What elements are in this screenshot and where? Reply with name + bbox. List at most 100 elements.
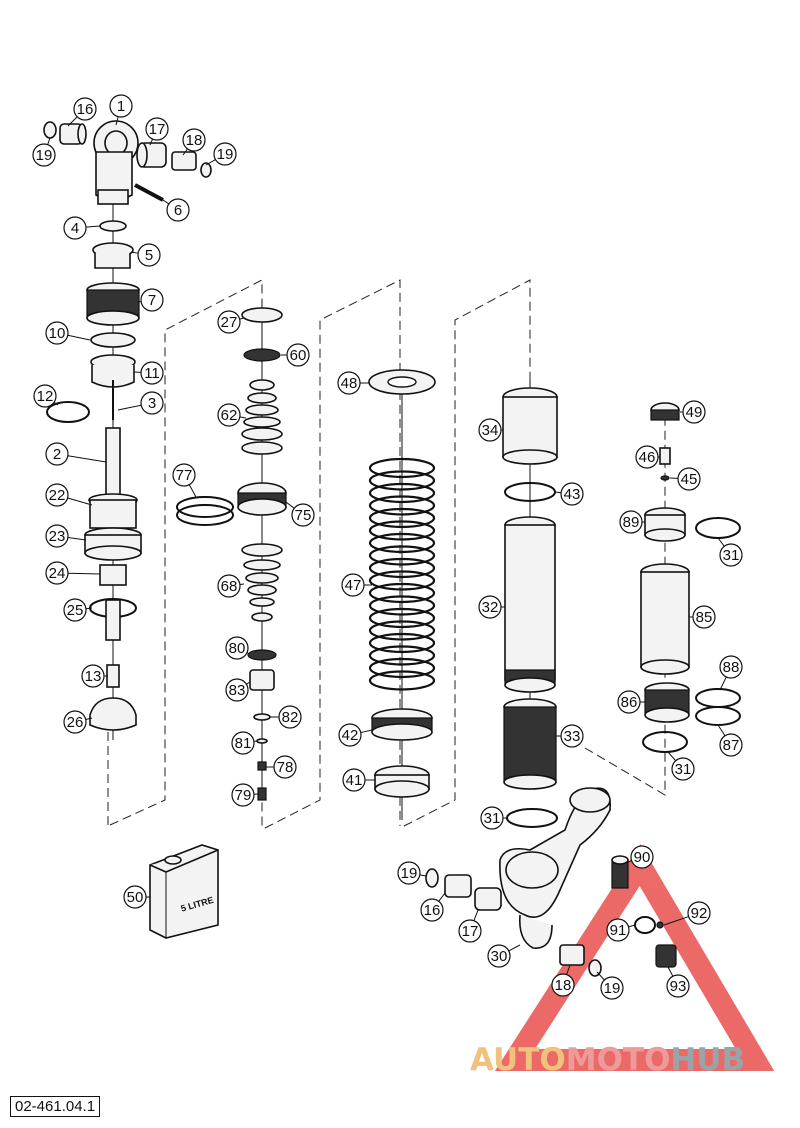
callout-number: 88 (723, 659, 740, 676)
leader-line (717, 724, 726, 737)
callout-number: 22 (49, 487, 66, 504)
leader-line (239, 317, 245, 320)
snap-ring-12 (46, 401, 90, 423)
callout-circle (45, 321, 69, 345)
callout-circle (478, 595, 502, 619)
shock-body-30 (499, 787, 611, 949)
callout-87: 87 (717, 724, 743, 757)
callout-13: 13 (81, 664, 108, 688)
clamp-band-77 (176, 496, 234, 526)
callout-number: 17 (149, 121, 166, 138)
leader-line (85, 607, 93, 610)
callout-circle (63, 710, 87, 734)
callout-circle (671, 757, 695, 781)
piston-23 (84, 527, 142, 561)
leader-line (117, 404, 142, 411)
washer-81 (256, 738, 268, 744)
callout-number: 24 (49, 565, 66, 582)
callout-12: 12 (33, 384, 59, 408)
washer-4 (99, 220, 127, 232)
callout-93: 93 (666, 966, 690, 998)
callout-circle (606, 918, 630, 942)
watermark-logo-text: AUTOMOTOHUB (470, 1042, 745, 1078)
spring-coil (368, 457, 436, 479)
nut-83 (249, 669, 275, 691)
ring-87 (695, 706, 741, 726)
callout-80: 80 (225, 636, 249, 660)
leader-line (67, 116, 78, 127)
leader-line (419, 874, 427, 877)
callout-circle (397, 861, 421, 885)
threaded-sleeve-33 (503, 698, 557, 790)
valve-90 (611, 855, 629, 889)
callout-number: 2 (53, 446, 61, 463)
callout-circle (560, 724, 584, 748)
callout-19: 19 (205, 142, 237, 166)
oring-10 (90, 332, 136, 348)
callout-circle (45, 524, 69, 548)
bearing-17-top (136, 142, 167, 168)
cap-26 (89, 697, 137, 731)
callout-circle (617, 690, 641, 714)
callout-number: 6 (174, 202, 182, 219)
callout-circle (286, 343, 310, 367)
spring-47 (368, 457, 436, 691)
callout-89: 89 (619, 510, 645, 534)
callout-25: 25 (63, 598, 93, 622)
bushing-16-top (59, 123, 87, 145)
callout-32: 32 (478, 595, 505, 619)
callout-circle (231, 783, 255, 807)
shock-top-eye (93, 120, 139, 205)
callout-number: 18 (186, 132, 203, 149)
spring-coil (368, 532, 436, 554)
watermark-hub: HUB (670, 1042, 746, 1078)
callout-number: 12 (37, 388, 54, 405)
callout-number: 34 (482, 422, 499, 439)
shim-stack-upper (241, 307, 283, 455)
callout-number: 10 (49, 325, 66, 342)
spring-coil (368, 507, 436, 529)
leader-line (205, 159, 216, 166)
callout-circle (619, 510, 643, 534)
callout-number: 79 (235, 787, 252, 804)
leader-line (554, 491, 562, 494)
callout-circle (682, 400, 706, 424)
callout-number: 50 (127, 889, 144, 906)
leader-line (85, 717, 93, 720)
bushing-16-lower (444, 874, 472, 898)
leader-line (596, 971, 605, 981)
callout-83: 83 (225, 678, 251, 702)
leader-line (67, 497, 93, 506)
callout-number: 31 (484, 810, 501, 827)
callout-circle (32, 143, 56, 167)
spring-coil (368, 595, 436, 616)
spring-seat-42 (371, 708, 433, 741)
clip-5 (92, 242, 134, 269)
callout-circle (677, 467, 701, 491)
callout-77: 77 (172, 463, 197, 498)
leader-line (566, 964, 571, 975)
callout-circle (341, 573, 365, 597)
leader-line (115, 116, 119, 126)
spring-coil (368, 620, 436, 641)
pin-6 (134, 183, 164, 202)
callout-22: 22 (45, 483, 93, 507)
leader-line (246, 681, 251, 685)
spring-coil (368, 570, 436, 591)
callout-88: 88 (719, 655, 743, 691)
callout-circle (719, 543, 743, 567)
callout-circle (719, 655, 743, 679)
bearing-17-lower (474, 887, 502, 911)
snap-ring-31-reservoir (695, 517, 741, 539)
callout-circle (213, 142, 237, 166)
callout-number: 75 (295, 507, 312, 524)
callout-number: 1 (117, 98, 125, 115)
callout-circle (33, 384, 57, 408)
callout-43: 43 (554, 482, 584, 506)
callout-33: 33 (556, 724, 584, 748)
callout-number: 80 (229, 640, 246, 657)
spring-coil (368, 557, 436, 579)
washer-82 (253, 713, 271, 721)
callout-7: 7 (137, 288, 164, 312)
